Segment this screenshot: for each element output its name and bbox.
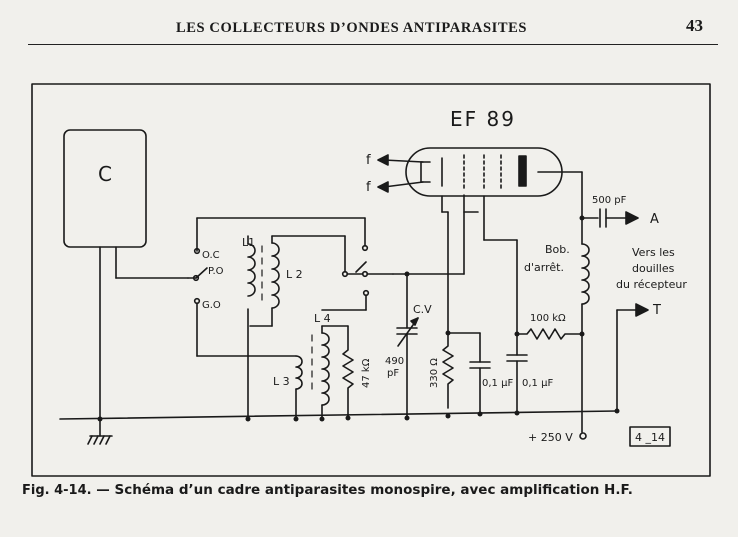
variable-capacitor-cv <box>396 273 419 420</box>
cv-value-label-1: 490 <box>385 356 404 367</box>
cap-01b-label: 0,1 µF <box>522 378 553 389</box>
figure-caption-text: — Schéma d’un cadre antiparasites monosp… <box>96 482 633 498</box>
coil-l4 <box>321 332 330 406</box>
cap-500p-label: 500 pF <box>592 195 627 206</box>
choke-bob-arret <box>581 243 590 305</box>
coil-l3 <box>295 355 303 390</box>
antenna-label: C <box>98 162 112 186</box>
vers-label-2: douilles <box>632 262 675 275</box>
coil-l3-label: L 3 <box>273 375 290 388</box>
diagram-frame <box>31 83 711 477</box>
cv-label: C.V <box>413 303 432 316</box>
cv-value-label-2: pF <box>387 368 399 379</box>
tube-label: EF 89 <box>450 107 516 131</box>
coil-l4-label: L 4 <box>314 312 331 325</box>
figure-caption: Fig. 4-14. — Schéma d’un cadre antiparas… <box>22 482 722 498</box>
resistor-100k <box>516 328 583 340</box>
coil-l2-label: L 2 <box>286 268 303 281</box>
res-47k-label: 47 kΩ <box>361 358 372 388</box>
coil-l2 <box>271 242 280 309</box>
resistor-47k <box>342 325 354 420</box>
page-number: 43 <box>686 16 703 35</box>
output-a-label: A <box>650 212 659 227</box>
capacitor-01uf-b <box>506 354 528 414</box>
switch-label-oc: O.C <box>202 250 220 261</box>
supply-label: + 250 V <box>528 431 573 444</box>
filament-label-1: f <box>366 153 371 168</box>
header-rule <box>28 44 718 45</box>
bob-label-2: d'arrêt. <box>524 261 564 274</box>
figure-number: Fig. 4-14. <box>22 483 92 498</box>
ground-symbol <box>87 418 113 445</box>
antenna-frame-c <box>63 129 147 248</box>
bob-label-1: Bob. <box>545 243 570 256</box>
capacitor-01uf-a <box>469 361 491 415</box>
res-100k-label: 100 kΩ <box>530 313 566 324</box>
switch-label-go: G.O <box>202 300 221 311</box>
switch-label-po: P.O <box>208 266 224 277</box>
capacitor-500pf <box>581 208 631 228</box>
figure-ref-label: 4 _14 <box>635 431 665 444</box>
resistor-330 <box>442 332 454 409</box>
res-330-label: 330 Ω <box>429 358 440 388</box>
cap-01a-label: 0,1 µF <box>482 378 513 389</box>
filament-label-2: f <box>366 180 371 195</box>
vers-label-1: Vers les <box>632 246 675 259</box>
vers-label-3: du récepteur <box>616 278 687 291</box>
coil-l1-label: L1 <box>242 236 255 249</box>
figure-ref-box <box>629 426 671 447</box>
output-t-label: T <box>652 303 661 318</box>
tube-ef89 <box>405 147 563 197</box>
page-header-title: LES COLLECTEURS D’ONDES ANTIPARASITES <box>176 20 528 36</box>
coil-l1 <box>247 243 256 297</box>
